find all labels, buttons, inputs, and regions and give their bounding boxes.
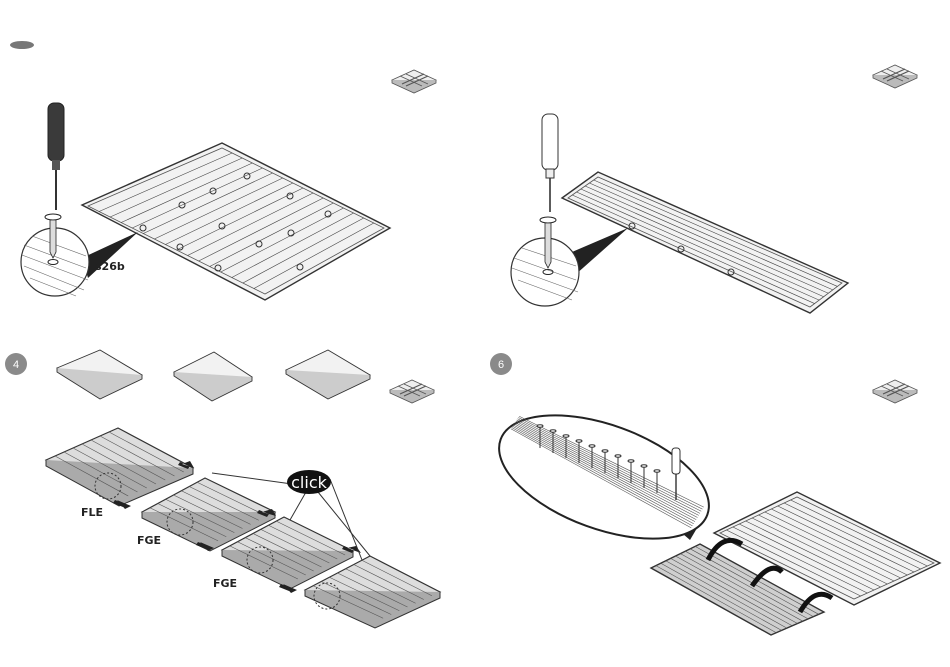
screw-head-icon (537, 425, 543, 427)
preview-panel-fge (174, 352, 252, 401)
step-2-screw-detail-magnifier (511, 217, 628, 306)
screw-head-icon (550, 430, 556, 432)
label-fge-2: FGE (213, 577, 237, 590)
label-fge-1: FGE (137, 534, 161, 547)
step-6: 6 (483, 353, 940, 635)
panel-fle (46, 428, 193, 506)
slat-line (594, 180, 838, 286)
slat-line (572, 195, 814, 304)
preview-panel-fle (57, 350, 142, 399)
step-6-number: 6 (498, 359, 504, 371)
screw-head-icon (628, 460, 634, 462)
screw-detail-magnifier (21, 214, 138, 296)
screw-head-icon (563, 435, 569, 437)
step-1: s26b (10, 41, 436, 300)
slat-line (589, 183, 832, 290)
label-fle: FLE (81, 506, 103, 519)
step-6-detail-ellipse (483, 391, 725, 564)
step-4-number: 4 (13, 359, 19, 371)
slat-line (581, 189, 824, 297)
screw-head-icon (576, 440, 582, 442)
step-4-orientation-icon (390, 380, 434, 403)
step-1-badge (10, 41, 34, 49)
click-label: click (291, 473, 327, 492)
slat-line (577, 192, 820, 300)
preview-panel-end (286, 350, 370, 399)
step-2-orientation-icon (873, 65, 917, 88)
step-4: 4 (5, 350, 440, 628)
screw-head-icon (641, 465, 647, 467)
screwdriver-dark-icon (48, 103, 64, 210)
step-1-orientation-icon (392, 70, 436, 93)
panel-types-preview (57, 350, 370, 401)
step-6-orientation-icon (873, 380, 917, 403)
screw-head-icon (589, 445, 595, 447)
part-label-s26b: s26b (95, 260, 125, 273)
screwdriver-light-icon (542, 114, 558, 212)
step-2 (511, 65, 917, 313)
screw-head-icon (654, 470, 660, 472)
screw-head-icon (602, 450, 608, 452)
slat-line (585, 186, 828, 293)
step-1-large-floor-panel (82, 143, 390, 300)
screw-head-icon (615, 455, 621, 457)
